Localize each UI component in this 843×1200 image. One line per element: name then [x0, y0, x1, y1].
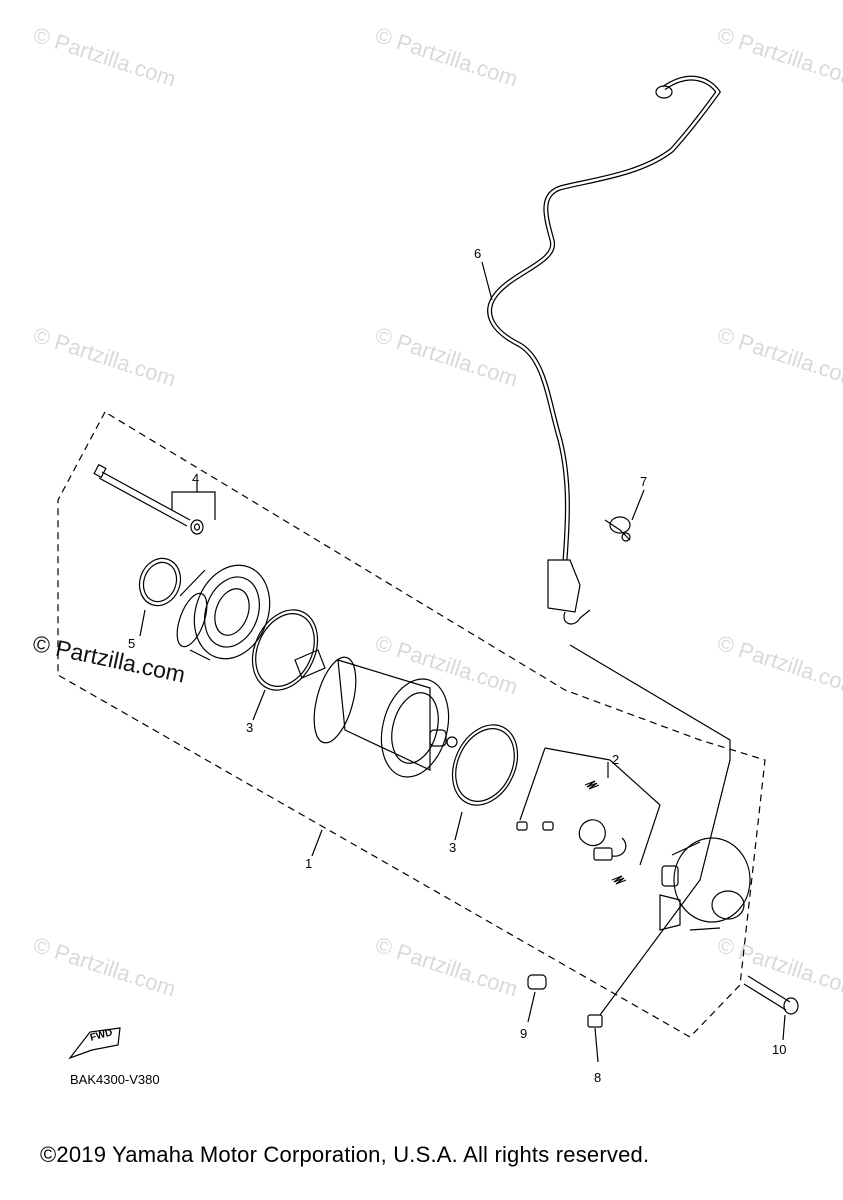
long-bolt [93, 463, 204, 535]
callout-8: 8 [594, 1070, 602, 1085]
rear-bolt [743, 975, 799, 1015]
callout-10: 10 [772, 1042, 787, 1057]
callout-6: 6 [474, 246, 482, 261]
rear-cover [659, 837, 751, 931]
wire-clamp [604, 516, 631, 542]
front-cover [176, 564, 271, 661]
callout-9: 9 [520, 1026, 528, 1041]
callout-3-upper: 3 [246, 720, 254, 735]
washer-9 [527, 974, 547, 990]
callout-7: 7 [640, 474, 648, 489]
bolt-8 [587, 1014, 603, 1028]
brush-set [516, 747, 661, 885]
callout-4: 4 [192, 471, 200, 486]
o-ring-large-lower [451, 724, 519, 806]
o-ring-large-upper [251, 609, 319, 691]
callout-1: 1 [305, 856, 313, 871]
callout-3-lower: 3 [449, 840, 457, 855]
copyright-notice: ©2019 Yamaha Motor Corporation, U.S.A. A… [40, 1142, 650, 1167]
callout-5: 5 [128, 636, 136, 651]
assembly-outline [57, 411, 766, 1038]
diagram-code: BAK4300-V380 [70, 1072, 160, 1087]
starter-lead-wire [487, 75, 722, 625]
fwd-arrow-icon [68, 1027, 121, 1060]
o-ring-small [138, 557, 182, 607]
starter-motor-body [294, 649, 458, 778]
callout-2: 2 [612, 752, 620, 767]
